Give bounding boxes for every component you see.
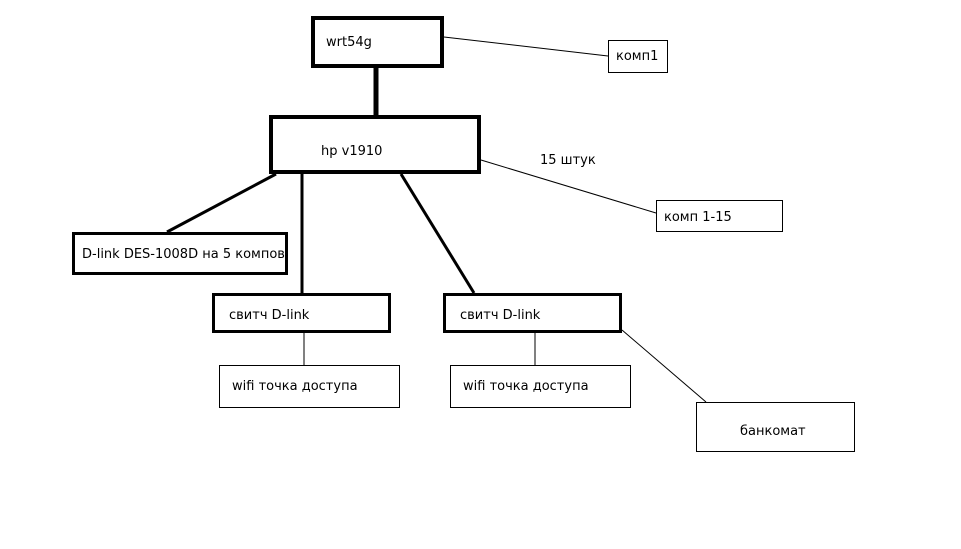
edge-switch2-atm — [621, 329, 707, 403]
node-switch-right: свитч D-link — [443, 293, 622, 333]
node-wrt54g: wrt54g — [311, 16, 444, 68]
edge-hp-dlink5 — [166, 172, 277, 234]
edge-hp-switch2 — [399, 173, 476, 294]
node-label: wifi точка доступа — [463, 379, 589, 394]
node-komp1: комп1 — [608, 40, 668, 73]
node-atm: банкомат — [696, 402, 855, 452]
edge-wrt54g-komp1 — [443, 36, 609, 57]
node-label: wifi точка доступа — [232, 379, 358, 394]
node-label: D-link DES-1008D на 5 компов — [82, 247, 285, 262]
node-label: комп1 — [616, 49, 659, 64]
node-label: свитч D-link — [460, 308, 541, 323]
node-label: свитч D-link — [229, 308, 310, 323]
node-label: комп 1-15 — [664, 210, 732, 225]
node-label: hp v1910 — [321, 144, 383, 159]
node-wifi-left: wifi точка доступа — [219, 365, 400, 408]
node-dlink-des-1008d: D-link DES-1008D на 5 компов — [72, 232, 288, 275]
node-komp-1-15: комп 1-15 — [656, 200, 783, 232]
node-label: wrt54g — [326, 35, 372, 50]
node-label: банкомат — [740, 424, 806, 439]
edge-label-15-units: 15 штук — [540, 153, 596, 168]
node-wifi-right: wifi точка доступа — [450, 365, 631, 408]
node-switch-left: свитч D-link — [212, 293, 391, 333]
edge-hp-komp115 — [480, 159, 657, 214]
node-hp-v1910: hp v1910 — [269, 115, 481, 174]
